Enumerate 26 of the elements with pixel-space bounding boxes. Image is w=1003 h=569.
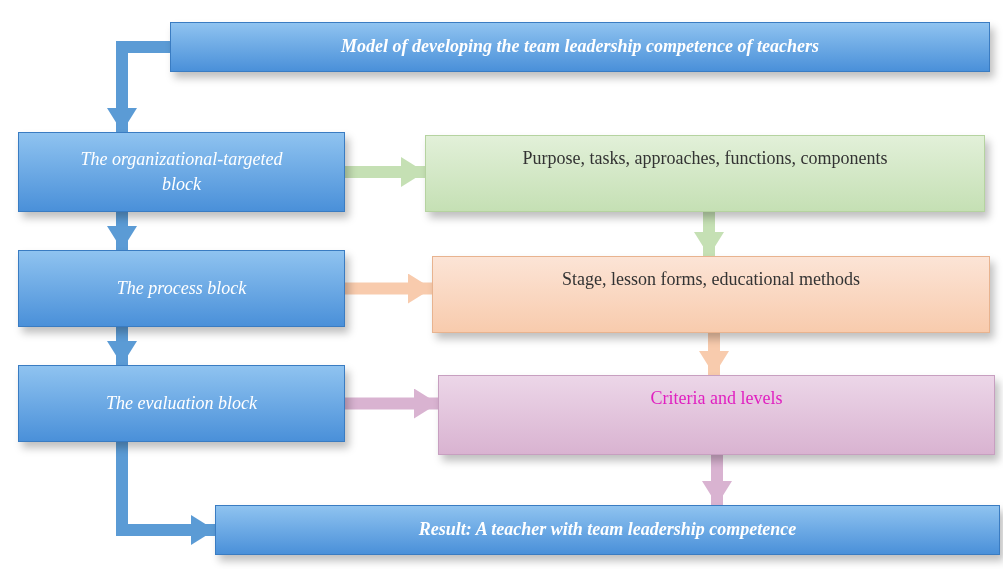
arrow [116, 442, 215, 545]
arrow [699, 333, 729, 375]
box-label: Result: A teacher with team leadership competence [418, 518, 797, 542]
banner-box [170, 22, 990, 72]
block-box [425, 135, 985, 212]
box-label: The organizational-targeted block [79, 147, 284, 196]
banner-box [215, 505, 1000, 555]
arrow [694, 212, 724, 256]
block-box [18, 132, 345, 212]
block-box [18, 365, 345, 442]
box-label: The process block [116, 276, 247, 300]
box-label: The evaluation block [106, 391, 257, 415]
box-label: Model of developing the team leadership competence of teachers [341, 35, 819, 59]
block-box [438, 375, 995, 455]
block-box [18, 250, 345, 327]
block-box [432, 256, 990, 333]
arrow [345, 388, 438, 419]
arrow [702, 455, 732, 505]
box-label: Purpose, tasks, approaches, functions, components [522, 147, 888, 170]
arrow [107, 212, 137, 250]
box-label: Stage, lesson forms, educational methods [562, 268, 860, 291]
arrow [345, 157, 425, 187]
arrow [107, 327, 137, 365]
arrow [345, 273, 432, 304]
box-label: Criteria and levels [650, 387, 783, 410]
arrow [107, 41, 170, 132]
